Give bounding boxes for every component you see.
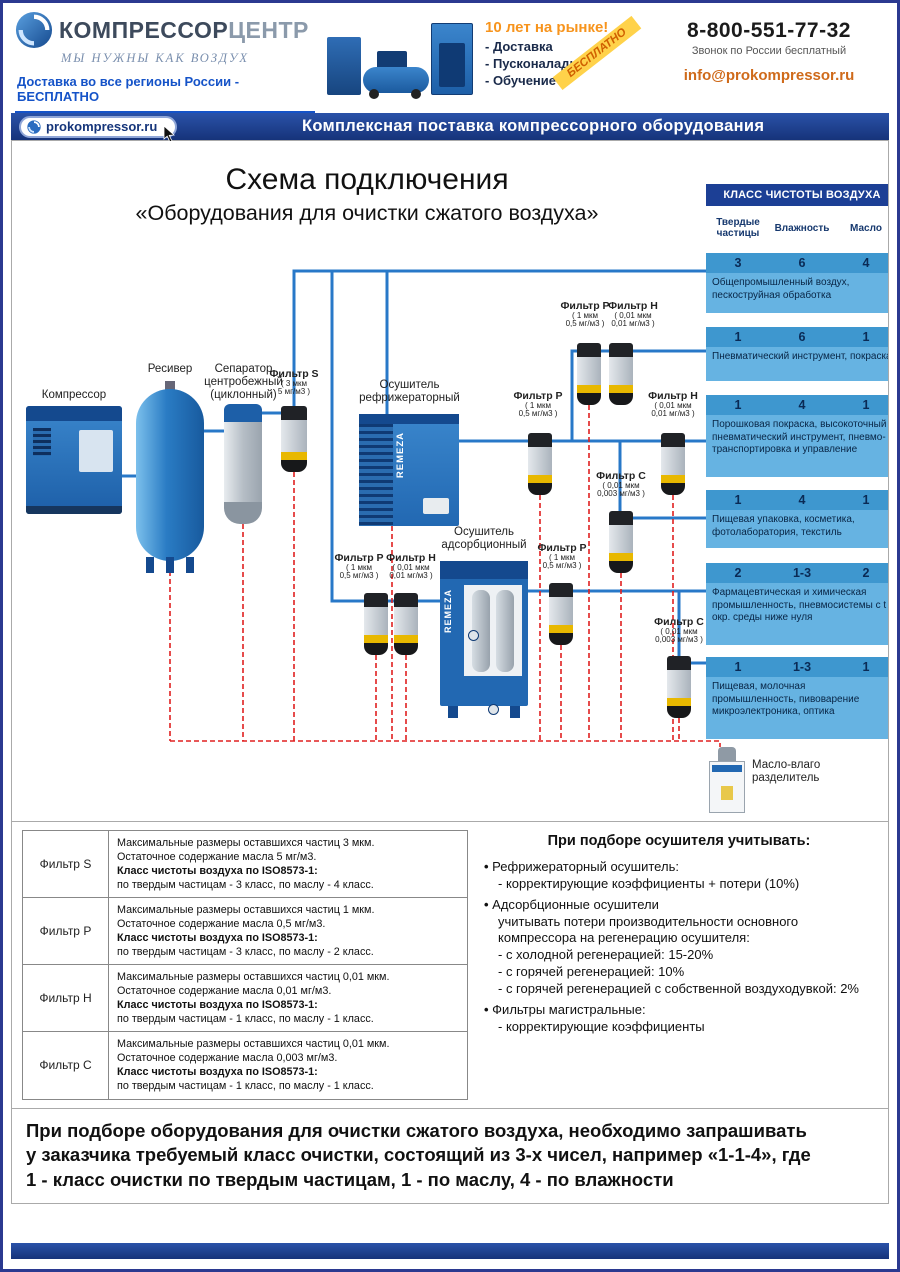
top-bar: prokompressor.ru Комплексная поставка ко…	[11, 113, 889, 142]
filter-p-canister	[364, 593, 388, 655]
dryer-selection-notes: При подборе осушителя учитывать: Рефриже…	[468, 830, 878, 1100]
footer-bar	[11, 1243, 889, 1259]
brand-label: REMEZA	[395, 432, 406, 479]
header: КОМПРЕССОРЦЕНТР МЫ НУЖНЫ КАК ВОЗДУХ Дост…	[3, 3, 897, 113]
filter-spec: Максимальные размеры оставшихся частиц 1…	[117, 904, 375, 959]
logo-block: КОМПРЕССОРЦЕНТР МЫ НУЖНЫ КАК ВОЗДУХ Дост…	[15, 11, 315, 113]
filter-p-canister	[577, 343, 601, 405]
filter-h-label: Фильтр H ( 0,01 мкм 0,01 мг/м3 )	[648, 390, 698, 419]
scheme-diagram: Схема подключения «Оборудования для очис…	[12, 141, 888, 821]
bottom-section: Фильтр S Максимальные размеры оставшихся…	[12, 821, 888, 1108]
receiver-tank	[136, 381, 204, 573]
filter-s-canister	[281, 406, 307, 472]
company-name: КОМПРЕССОРЦЕНТР	[59, 16, 309, 43]
compressor-label: Компрессор	[41, 389, 107, 401]
panel-header: КЛАСС ЧИСТОТЫ ВОЗДУХА	[706, 184, 888, 206]
filter-p-label: Фильтр P ( 1 мкм 0,5 мг/м3 )	[513, 390, 563, 419]
filter-c-label: Фильтр C ( 0,01 мкм 0,003 мг/м3 )	[596, 470, 646, 499]
filter-p-label: Фильтр P ( 1 мкм 0,5 мг/м3 )	[537, 542, 587, 571]
table-row: Фильтр C Максимальные размеры оставшихся…	[23, 1031, 467, 1099]
separator-label: Сепаратор центробежный (циклонный)	[204, 363, 283, 402]
diagram-subtitle: «Оборудования для очистки сжатого воздух…	[135, 201, 599, 225]
filter-name: Фильтр P	[23, 898, 109, 965]
table-row: Фильтр P Максимальные размеры оставшихся…	[23, 897, 467, 965]
content-frame: Схема подключения «Оборудования для очис…	[11, 140, 889, 1205]
filter-h-canister	[394, 593, 418, 655]
filter-name: Фильтр S	[23, 831, 109, 898]
filter-p-label: Фильтр P ( 1 мкм 0,5 мг/м3 )	[560, 300, 610, 329]
filter-c-canister	[667, 656, 691, 718]
filter-h-canister	[609, 343, 633, 405]
filter-p-canister	[528, 433, 552, 495]
adsorption-dryer-label: Осушитель адсорбционный	[441, 526, 527, 552]
company-logo-icon	[15, 11, 53, 49]
top-bar-slogan: Комплексная поставка компрессорного обор…	[301, 117, 765, 135]
brand-label: REMEZA	[443, 589, 453, 633]
filters-spec-table: Фильтр S Максимальные размеры оставшихся…	[22, 830, 468, 1100]
filter-name: Фильтр C	[23, 1032, 109, 1099]
promo-block: 10 лет на рынке! - Доставка - Пусконалад…	[315, 11, 653, 113]
phone-number: 8-800-551-77-32	[687, 19, 851, 42]
years-on-market: 10 лет на рынке!	[485, 19, 609, 36]
filter-h-label: Фильтр H ( 0,01 мкм 0,01 мг/м3 )	[386, 552, 436, 581]
diagram-title: Схема подключения	[225, 163, 509, 196]
filter-c-canister	[609, 511, 633, 573]
table-row: Фильтр S Максимальные размеры оставшихся…	[23, 831, 467, 898]
fridge-dryer-label: Осушитель рефрижераторный	[359, 379, 460, 405]
adsorption-dryer: REMEZA	[440, 561, 528, 718]
receiver-label: Ресивер	[147, 363, 193, 375]
filter-spec: Максимальные размеры оставшихся частиц 0…	[117, 1038, 390, 1093]
filter-p-canister	[549, 583, 573, 645]
filter-s-label: Фильтр S ( 3 мкм 5 мг/м3 )	[269, 368, 319, 397]
delivery-note: Доставка во все регионы России - БЕСПЛАТ…	[17, 74, 240, 104]
oil-water-separator	[709, 747, 745, 813]
cursor-icon	[163, 124, 177, 145]
promo-item: - Доставка	[485, 39, 553, 54]
oil-separator-label: Масло-влаго разделитель	[752, 759, 821, 785]
promo-item: - Пусконаладка	[485, 55, 584, 71]
compressor-unit	[26, 406, 122, 514]
cyclone-separator	[224, 404, 262, 524]
table-row: Фильтр H Максимальные размеры оставшихся…	[23, 964, 467, 1032]
footer-note: При подборе оборудования для очистки сжа…	[12, 1107, 888, 1204]
phone-note: Звонок по России бесплатный	[691, 45, 847, 57]
filter-h-label: Фильтр H ( 0,01 мкм 0,01 мг/м3 )	[608, 300, 658, 329]
email-link[interactable]: info@prokompressor.ru	[683, 67, 855, 84]
filter-spec: Максимальные размеры оставшихся частиц 0…	[117, 971, 390, 1026]
refrigerated-dryer: REMEZA	[359, 414, 459, 526]
notes-title: При подборе осушителя учитывать:	[547, 833, 811, 849]
company-tagline: МЫ НУЖНЫ КАК ВОЗДУХ	[61, 51, 250, 65]
filter-p-label: Фильтр P ( 1 мкм 0,5 мг/м3 )	[334, 552, 384, 581]
filter-spec: Максимальные размеры оставшихся частиц 3…	[117, 837, 375, 892]
filter-c-label: Фильтр C ( 0,01 мкм 0,003 мг/м3 )	[654, 616, 704, 645]
filter-name: Фильтр H	[23, 965, 109, 1032]
filter-h-canister	[661, 433, 685, 495]
contact-block: 8-800-551-77-32 Звонок по России бесплат…	[653, 11, 885, 113]
site-link[interactable]: prokompressor.ru	[19, 115, 178, 142]
site-logo-icon	[27, 119, 41, 134]
compressors-photo	[325, 13, 475, 99]
promo-item: - Обучение	[485, 72, 556, 88]
